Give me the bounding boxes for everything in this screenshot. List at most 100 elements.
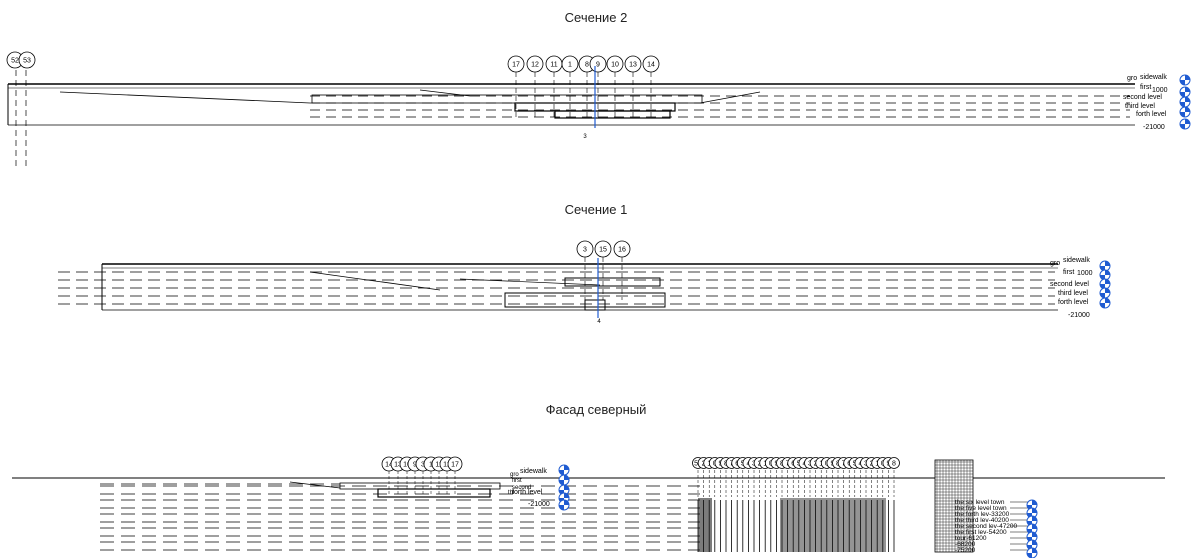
s2-grid-bubble-14-label: 14: [647, 62, 655, 69]
s2-level-marker-0-q3: [1180, 80, 1185, 85]
s1-grid-bubble-15: [594, 240, 612, 258]
s2-level-marker-2-q1: [1185, 97, 1190, 102]
s2-grid-bubble-10: [606, 55, 624, 73]
nf-level-21000: -21000: [528, 501, 550, 508]
s2-grid-bubble-9: [589, 55, 607, 73]
s1-level-marker-1-q1: [1105, 270, 1110, 275]
s2-ramp-right-b: [699, 91, 761, 104]
nf-block-b: [780, 498, 886, 552]
s1-grid-bubble-16-label: 16: [618, 247, 626, 254]
nf-block-a: [698, 498, 712, 552]
s1-level-first: first: [1063, 269, 1074, 276]
s1-level-second: second level: [1050, 281, 1089, 288]
nf-level-right-1: the five level town: [955, 505, 1007, 512]
s1-level-marker-3-q3: [1100, 293, 1105, 298]
s1-section-mark: 4: [597, 319, 601, 325]
nf-grid-left-bubble-2-label: 10: [403, 462, 411, 469]
nf-level-right-0: the six level town: [955, 499, 1005, 506]
s2-level-marker-1-q1: [1185, 87, 1190, 92]
nf-grid-left-bubble-3-label: 9: [413, 462, 417, 469]
s1-level-1000: 1000: [1077, 270, 1093, 277]
s2-grid-bubble-12: [526, 55, 544, 73]
nf-grid-right-bubble-35: [888, 457, 900, 469]
nf-level-sidewalk: sidewalk: [520, 468, 547, 475]
s2-grid-bubble-1: [561, 55, 579, 73]
s2-grid-bubble-10-label: 10: [611, 62, 619, 69]
s1-grid-bubble-16: [613, 240, 631, 258]
nf-right-marker-2-q1: [1032, 516, 1037, 521]
s2-grid-bubble-9-label: 9: [596, 62, 600, 69]
s2-level-21000: -21000: [1143, 124, 1165, 131]
s2-grid-bubble-12-label: 12: [531, 62, 539, 69]
nf-level-second: second: [512, 485, 531, 491]
s1-level-forth: forth level: [1058, 299, 1089, 306]
s2-grid-bubble-8-label: 8: [585, 62, 589, 69]
s1-level-sidewalk: sidewalk: [1063, 257, 1090, 264]
nf-grid-left-bubble-6-label: 11: [435, 462, 442, 469]
s2-level-ground: gro: [1127, 75, 1137, 82]
nf-right-marker-1-q1: [1032, 508, 1037, 513]
s2-level-marker-0-q1: [1185, 75, 1190, 80]
nf-grid-left-bubble-8-label: 17: [451, 462, 459, 469]
s1-grid-bubble-15-label: 15: [599, 247, 607, 254]
nf-level-right-7: -68200: [955, 541, 976, 548]
s2-level-marker-4-q3: [1180, 124, 1185, 129]
s1-ramp-line: [309, 271, 441, 291]
nf-grid-right-bubble-35-label: 8: [892, 461, 896, 468]
nf-left-marker-1-q1: [564, 475, 569, 480]
view-title-north-facade: Фасад северный: [545, 402, 647, 417]
nf-level-right-6: tour-61200: [955, 535, 987, 542]
nf-level-right-8: -75200: [955, 547, 976, 554]
nf-right-marker-6-q3: [1027, 553, 1032, 558]
s2-level-marker-3-q3: [1180, 112, 1185, 117]
s2-level-forth: forth level: [1136, 111, 1167, 118]
s2-grid-bubble-13-label: 13: [629, 62, 637, 69]
s2-level-sidewalk: sidewalk: [1140, 74, 1167, 81]
s1-level-marker-4-q3: [1100, 303, 1105, 308]
s2-grid-bubble-14: [642, 55, 660, 73]
nf-level-ground: gro: [510, 472, 519, 478]
s2-grid-bubble-17: [507, 55, 525, 73]
s2-grid-bubble-53-label: 53: [23, 58, 31, 65]
s1-grid-bubble-3: [576, 240, 594, 258]
nf-grid-left-bubble-7-label: 12: [443, 462, 451, 469]
nf-level-right-3: the third lev-40200: [955, 517, 1009, 524]
s1-level-marker-3-q1: [1105, 288, 1110, 293]
s2-grid-bubble-52-label: 52: [11, 58, 19, 65]
s1-slab-low: [584, 299, 606, 311]
s2-section-mark: 3: [583, 134, 587, 140]
nf-right-marker-3-q1: [1032, 524, 1037, 529]
nf-grid-left-bubble-0-label: 14: [385, 462, 393, 469]
nf-right-marker-0-q1: [1032, 500, 1037, 505]
nf-level-first: first: [512, 478, 522, 484]
s2-level-marker-3-q1: [1185, 107, 1190, 112]
nf-ramp: [289, 481, 341, 489]
nf-slab-b: [377, 488, 491, 498]
nf-right-marker-6-q1: [1032, 548, 1037, 553]
s2-level-first: first: [1140, 84, 1151, 91]
s2-level-third: third level: [1125, 103, 1155, 110]
nf-grid-left-bubble-8: [447, 456, 463, 472]
s1-level-21000: -21000: [1068, 312, 1090, 319]
s2-grid-bubble-17-label: 17: [512, 62, 520, 69]
nf-left-marker-0-q1: [564, 465, 569, 470]
view-title-section-1: Сечение 1: [564, 202, 628, 217]
s2-level-1000: 1000: [1152, 87, 1168, 94]
s2-grid-bubble-1-label: 1: [568, 62, 572, 69]
nf-level-right-2: the forth lev-33200: [955, 511, 1010, 518]
nf-grid-left-bubble-5-label: 1: [429, 462, 433, 469]
s2-ramp-line: [59, 91, 311, 104]
nf-left-marker-4-q3: [559, 505, 564, 510]
s1-grid-bubble-3-label: 3: [583, 247, 587, 254]
nf-left-marker-1-q3: [559, 480, 564, 485]
nf-left-marker-2-q1: [564, 485, 569, 490]
view-title-section-2: Сечение 2: [564, 10, 628, 25]
s1-ramp-b: [459, 278, 601, 286]
s2-grid-bubble-11-label: 11: [550, 62, 557, 69]
s2-level-second: second level: [1123, 94, 1162, 101]
s1-level-ground: gro: [1050, 260, 1060, 267]
s2-level-marker-2-q3: [1180, 102, 1185, 107]
s1-level-marker-0-q1: [1105, 261, 1110, 266]
s2-slab-low: [554, 110, 671, 119]
